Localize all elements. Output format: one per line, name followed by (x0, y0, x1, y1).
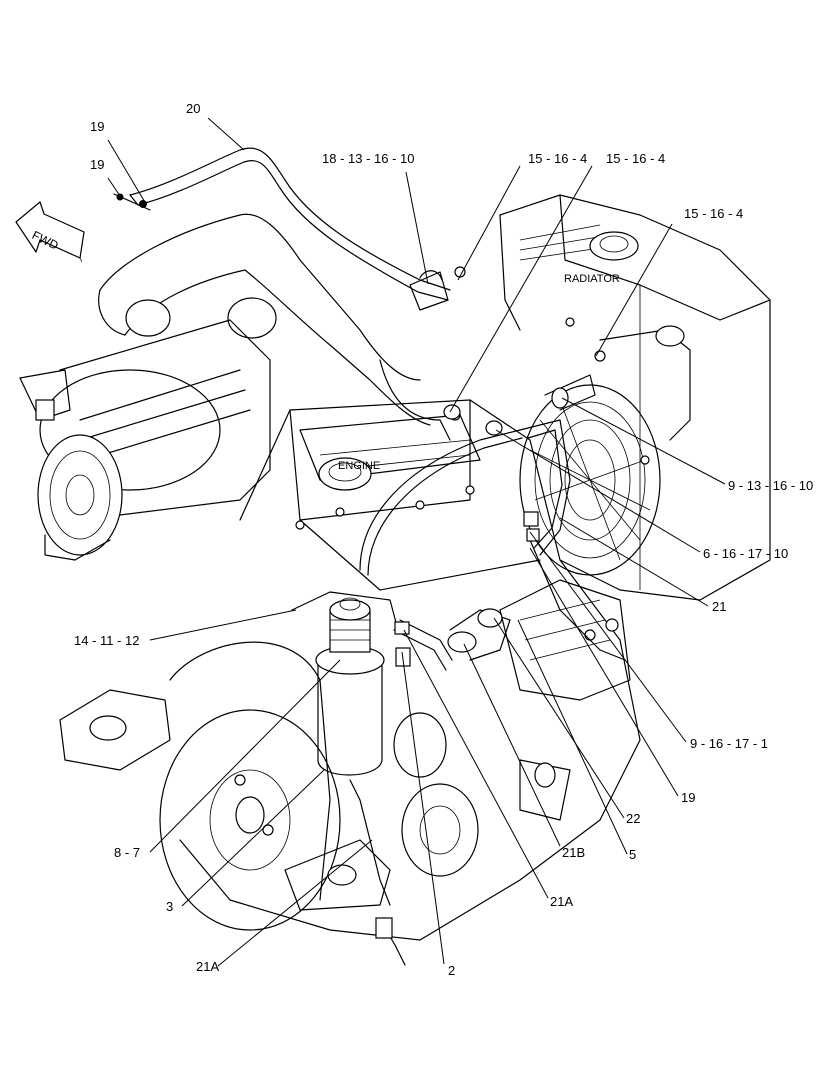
callout-3: 3 (166, 899, 174, 914)
callout-19-top: 19 (90, 119, 105, 134)
callout-15-16-4-c: 15 - 16 - 4 (684, 206, 744, 221)
callout-20: 20 (186, 101, 201, 116)
callout-8-7: 8 - 7 (114, 845, 141, 860)
engine-label: ENGINE (338, 460, 381, 472)
callout-2: 2 (448, 963, 456, 978)
intake-hose (113, 147, 451, 301)
callout-22: 22 (626, 811, 641, 826)
callout-9-13-16-10: 9 - 13 - 16 - 10 (728, 478, 814, 493)
callout-21b: 21B (562, 845, 586, 860)
callout-18-13-16-10: 18 - 13 - 16 - 10 (322, 151, 415, 166)
radiator-assembly (499, 194, 771, 601)
callout-5: 5 (629, 847, 637, 862)
radiator-label: RADIATOR (564, 273, 620, 285)
forward-arrow-icon (15, 201, 85, 263)
callout-15-16-4-b: 15 - 16 - 4 (606, 151, 666, 166)
callout-19-mid: 19 (90, 157, 105, 172)
fan-guard (519, 384, 661, 576)
callout-19-lower: 19 (681, 790, 696, 805)
callout-21a-right: 21A (550, 894, 574, 909)
fuel-filter (291, 591, 399, 906)
air-duct (98, 213, 451, 441)
callout-14-11-12: 14 - 11 - 12 (74, 633, 140, 648)
callout-6-16-17-10: 6 - 16 - 17 - 10 (703, 546, 789, 561)
air-cleaner (19, 319, 271, 561)
engine-block (59, 266, 650, 966)
callout-21a-left: 21A (196, 959, 220, 974)
leader-lines (107, 117, 726, 967)
callout-9-16-17-1: 9 - 16 - 17 - 1 (690, 736, 769, 751)
callout-15-16-4-a: 15 - 16 - 4 (528, 151, 588, 166)
callout-21: 21 (712, 599, 727, 614)
